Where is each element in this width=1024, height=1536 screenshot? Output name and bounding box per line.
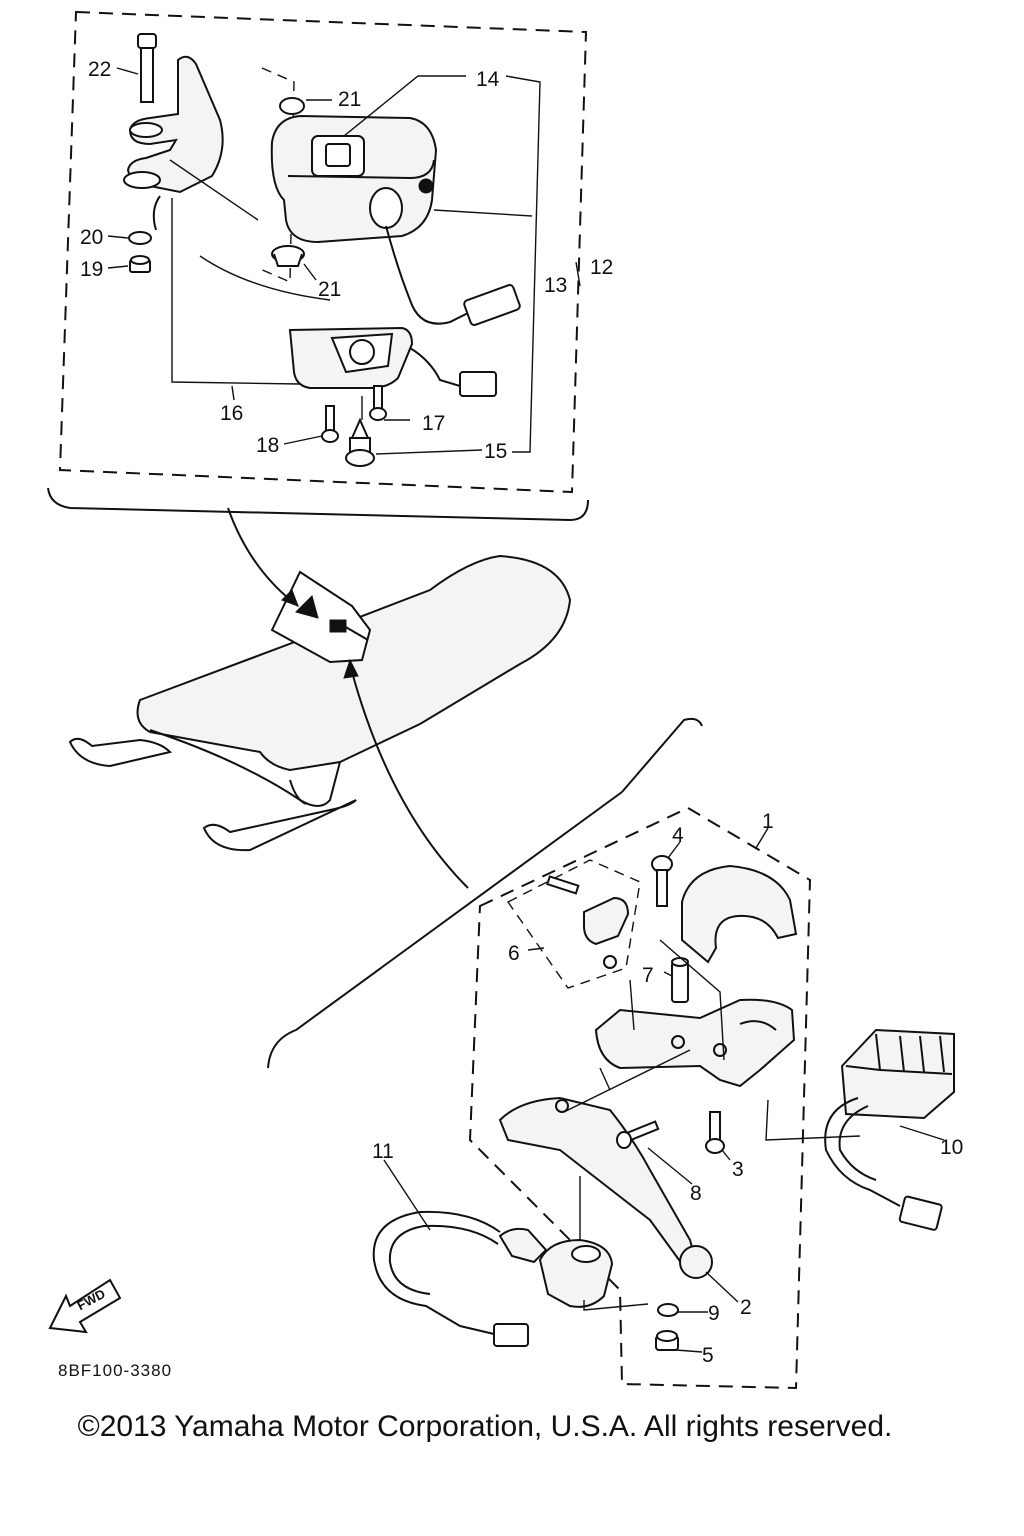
- callout-9: 9: [708, 1302, 720, 1325]
- top-inset: [47, 10, 589, 522]
- bracket-part: [123, 55, 224, 231]
- callout-20: 20: [80, 226, 103, 249]
- callout-21-top: 21: [338, 88, 361, 111]
- fwd-arrow-icon: FWD: [48, 1278, 122, 1334]
- callout-16: 16: [220, 402, 243, 425]
- callout-18: 18: [256, 434, 279, 457]
- bottom-inset: [267, 717, 955, 1390]
- callout-11: 11: [372, 1140, 394, 1163]
- bolt-22: [137, 33, 157, 103]
- nut-19: [129, 255, 151, 273]
- callout-8: 8: [690, 1182, 702, 1205]
- diagram-code: 8BF100-3380: [58, 1361, 172, 1380]
- callout-1: 1: [762, 810, 774, 833]
- washer-9: [657, 1303, 679, 1317]
- callout-22: 22: [88, 58, 111, 81]
- nut-5: [655, 1330, 679, 1351]
- callout-13: 13: [544, 274, 567, 297]
- lower-cover-16: [288, 326, 497, 397]
- callout-4: 4: [672, 824, 684, 847]
- callout-14: 14: [476, 68, 500, 91]
- callout-3: 3: [732, 1158, 744, 1181]
- screw-18: [321, 405, 339, 443]
- grommet-21-bottom: [271, 245, 305, 267]
- screw-17: [369, 385, 387, 421]
- callout-2: 2: [740, 1296, 752, 1319]
- callout-6: 6: [508, 942, 520, 965]
- arrow-top-to-machine: [227, 507, 299, 607]
- callout-5: 5: [702, 1344, 714, 1367]
- collar-7: [671, 957, 689, 1003]
- callout-19: 19: [80, 258, 103, 281]
- throttle-cover: [681, 864, 798, 964]
- callout-10: 10: [940, 1136, 963, 1159]
- callout-12: 12: [590, 256, 613, 279]
- switch-box-10: [824, 1028, 955, 1231]
- stopper-6: [546, 875, 630, 969]
- throttle-lever-2: [498, 1096, 713, 1279]
- washer-20: [128, 231, 152, 245]
- screw-15: [345, 417, 375, 467]
- callout-17: 17: [422, 412, 445, 435]
- screw-8: [616, 1120, 660, 1149]
- bolt-4: [651, 855, 673, 907]
- throttle-switch-11: [372, 1210, 614, 1347]
- lever-bracket: [594, 998, 796, 1088]
- switch-housing-14: [270, 114, 521, 326]
- callout-7: 7: [642, 964, 654, 987]
- snowmobile-overview: [68, 554, 572, 852]
- callout-21-bottom: 21: [318, 278, 341, 301]
- bolt-3: [705, 1111, 725, 1154]
- copyright-notice: ©2013 Yamaha Motor Corporation, U.S.A. A…: [77, 1410, 893, 1443]
- callout-15: 15: [484, 440, 507, 463]
- arrow-bottom-to-machine: [351, 671, 469, 889]
- parts-diagram: FWD 22 21 14 20 19 21 13 12 16 17 18 15 …: [47, 10, 963, 1390]
